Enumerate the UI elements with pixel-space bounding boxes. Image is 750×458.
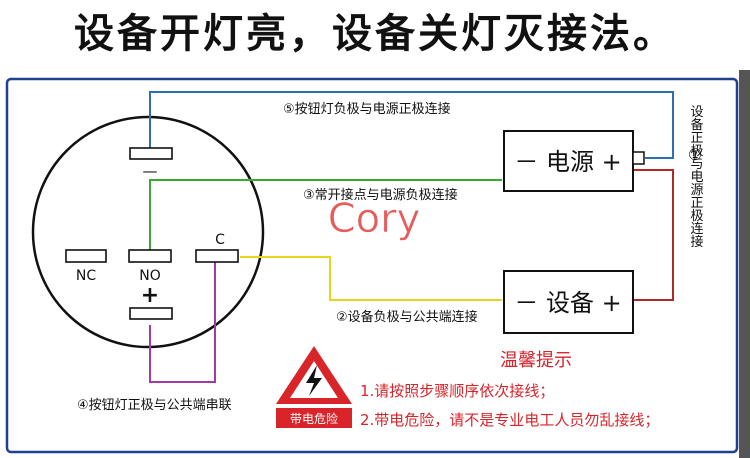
no-label: NO xyxy=(139,268,161,284)
lamp-plus-symbol: + xyxy=(141,283,159,308)
step3-label: ③常开接点与电源负极连接 xyxy=(303,187,458,203)
power-plus-terminal xyxy=(632,151,645,165)
lightning-bolt-icon xyxy=(306,365,322,396)
lamp-plus-terminal xyxy=(129,307,173,320)
warning-line-2: 2.带电危险，请不是专业电工人员勿乱接线； xyxy=(360,411,659,429)
wire-red xyxy=(634,169,674,301)
lamp-minus-terminal xyxy=(129,147,173,160)
warning-sign-label: 带电危险 xyxy=(290,411,338,426)
nc-terminal xyxy=(65,249,107,263)
step1-number: ① xyxy=(688,145,702,164)
button-switch-body xyxy=(31,115,265,349)
warning-heading: 温馨提示 xyxy=(500,350,572,371)
step2-label: ②设备负极与公共端连接 xyxy=(336,309,478,325)
wire-blue xyxy=(149,91,674,159)
c-terminal xyxy=(195,249,239,263)
wire-yellow xyxy=(240,256,502,301)
nc-label: NC xyxy=(76,268,96,284)
step1-label: 设备正极与电源正极连接 xyxy=(688,105,704,248)
step4-label: ④按钮灯正极与公共端串联 xyxy=(77,398,232,413)
lamp-minus-symbol: — xyxy=(143,162,158,180)
step5-label: ⑤按钮灯负极与电源正极连接 xyxy=(283,101,451,117)
power-supply-label: － 电源 + xyxy=(514,148,621,176)
wire-green xyxy=(149,179,502,252)
c-label: C xyxy=(215,232,225,248)
device-box xyxy=(503,270,634,334)
wire-purple xyxy=(149,262,216,383)
device-label: － 设备 + xyxy=(514,289,621,317)
warning-line-1: 1.请按照步骤顺序依次接线； xyxy=(360,382,554,400)
warning-sign-plate xyxy=(276,408,352,428)
no-terminal xyxy=(128,249,172,263)
page-title: 设备开灯亮，设备关灯灭接法。 xyxy=(74,11,676,57)
watermark: Cory xyxy=(328,196,421,242)
edge-strip xyxy=(739,70,750,458)
